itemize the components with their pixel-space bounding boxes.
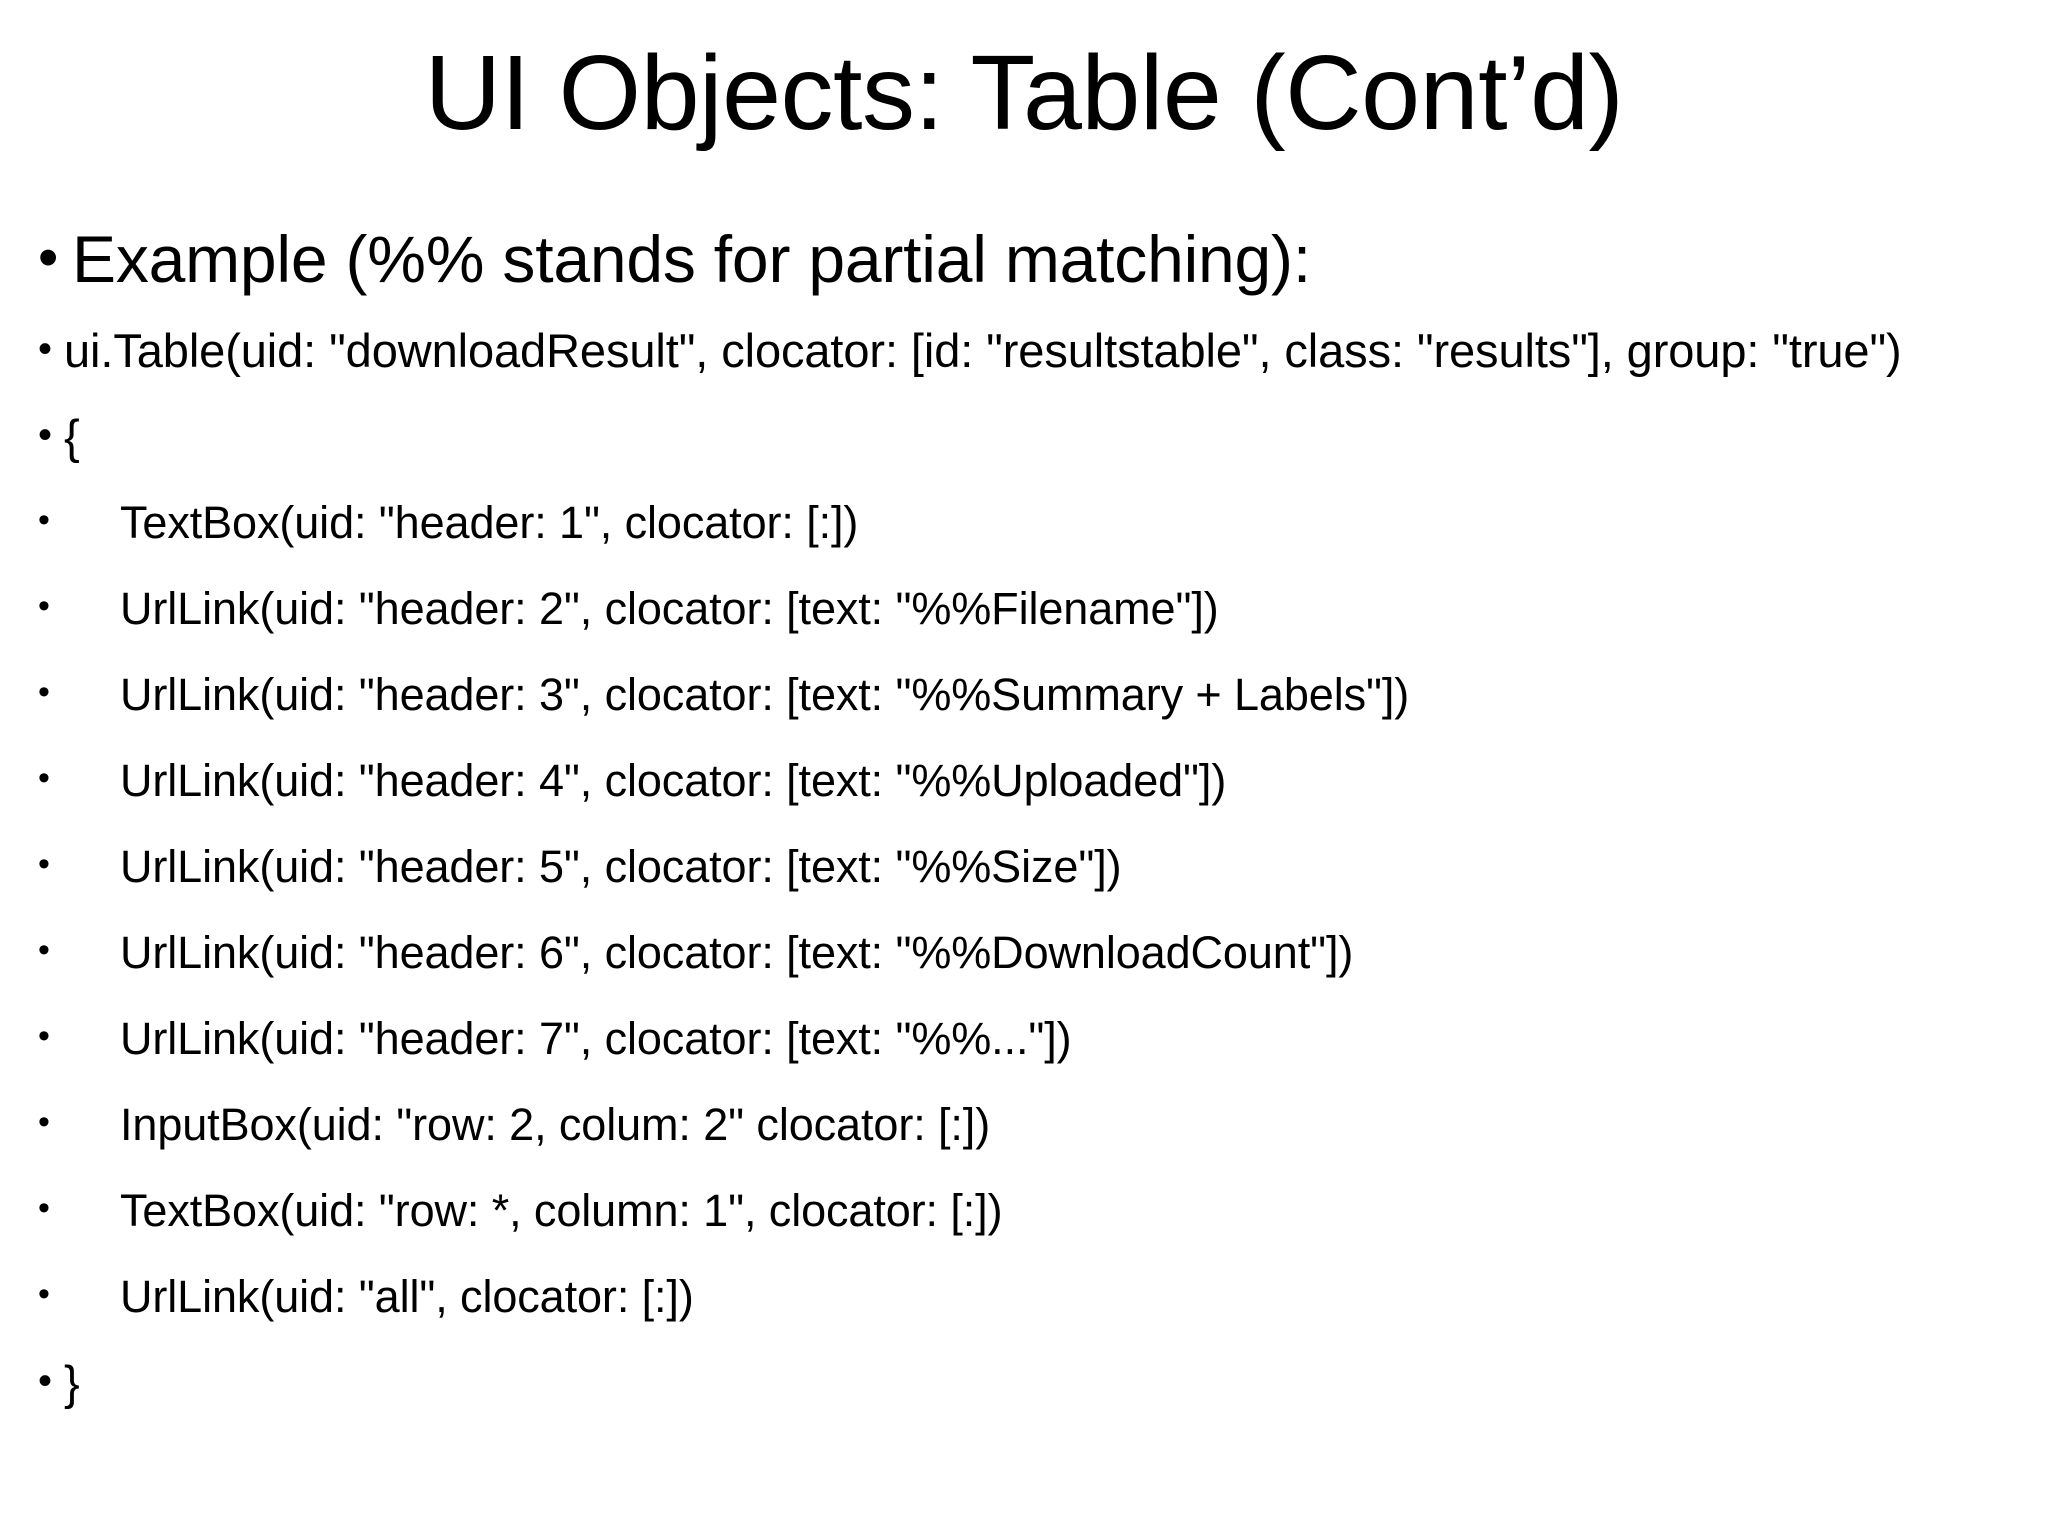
- bullet-point-icon: •: [38, 1103, 50, 1141]
- list-item-label: Example (%% stands for partial matching)…: [72, 222, 1311, 297]
- list-item-label: UrlLink(uid: "header: 4", clocator: [tex…: [120, 754, 1227, 806]
- page-title: UI Objects: Table (Cont’d): [424, 34, 1624, 152]
- list-item: • TextBox(uid: "row: *, column: 1", cloca…: [0, 1168, 2048, 1254]
- list-item: •{: [0, 394, 2048, 480]
- list-item: • UrlLink(uid: "header: 5", clocator: [te…: [0, 824, 2048, 910]
- list-item: •ui.Table(uid: "downloadResult", clocato…: [0, 308, 2048, 394]
- list-item: • UrlLink(uid: "header: 4", clocator: [te…: [0, 738, 2048, 824]
- bullet-point-icon: •: [38, 845, 50, 883]
- bullet-point-icon: •: [38, 673, 50, 711]
- list-item: • UrlLink(uid: "header: 7", clocator: [te…: [0, 996, 2048, 1082]
- bullet-point-icon: •: [38, 501, 50, 539]
- bullet-point-icon: •: [38, 413, 53, 457]
- list-item-label: UrlLink(uid: "header: 7", clocator: [tex…: [120, 1012, 1072, 1064]
- bullet-point-icon: •: [38, 759, 50, 797]
- list-item-label: ui.Table(uid: "downloadResult", clocator…: [64, 323, 1902, 377]
- list-item: • UrlLink(uid: "header: 3", clocator: [te…: [0, 652, 2048, 738]
- bullet-point-icon: •: [38, 327, 53, 371]
- list-item-label: InputBox(uid: "row: 2, colum: 2" clocato…: [120, 1098, 991, 1150]
- list-item: • UrlLink(uid: "header: 2", clocator: [te…: [0, 566, 2048, 652]
- list-item: • TextBox(uid: "header: 1", clocator: [:]…: [0, 480, 2048, 566]
- bullet-point-icon: •: [38, 931, 50, 969]
- list-item: •Example (%% stands for partial matching…: [0, 212, 2048, 308]
- bullet-point-icon: •: [38, 587, 50, 625]
- list-item-label: }: [64, 1355, 80, 1409]
- list-item-label: TextBox(uid: "header: 1", clocator: [:]): [120, 496, 859, 548]
- list-item-label: UrlLink(uid: "header: 2", clocator: [tex…: [120, 582, 1219, 634]
- list-item: • InputBox(uid: "row: 2, colum: 2" clocat…: [0, 1082, 2048, 1168]
- list-item-label: UrlLink(uid: "header: 3", clocator: [tex…: [120, 668, 1410, 720]
- bullet-point-icon: •: [38, 1359, 53, 1403]
- list-item-label: TextBox(uid: "row: *, column: 1", clocat…: [120, 1184, 1003, 1236]
- list-item-label: {: [64, 409, 80, 463]
- bullet-list: •Example (%% stands for partial matching…: [0, 212, 2048, 1426]
- bullet-point-icon: •: [38, 1189, 50, 1227]
- list-item-label: UrlLink(uid: "all", clocator: [:]): [120, 1270, 694, 1322]
- list-item: • UrlLink(uid: "header: 6", clocator: [te…: [0, 910, 2048, 996]
- bullet-point-icon: •: [38, 225, 59, 290]
- list-item-label: UrlLink(uid: "header: 6", clocator: [tex…: [120, 926, 1354, 978]
- list-item: •}: [0, 1340, 2048, 1426]
- bullet-point-icon: •: [38, 1275, 50, 1313]
- bullet-point-icon: •: [38, 1017, 50, 1055]
- list-item: • UrlLink(uid: "all", clocator: [:]): [0, 1254, 2048, 1340]
- list-item-label: UrlLink(uid: "header: 5", clocator: [tex…: [120, 840, 1122, 892]
